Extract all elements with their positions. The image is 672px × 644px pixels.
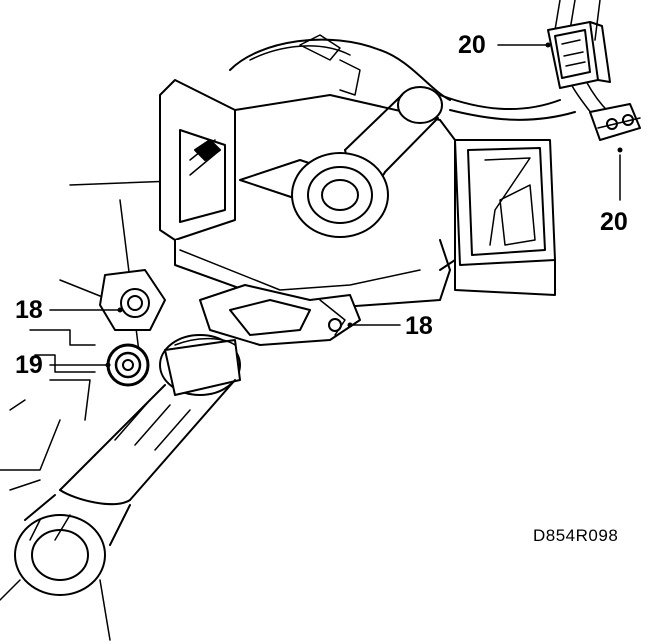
callout-18-left: 18 — [15, 296, 43, 324]
nut — [108, 345, 148, 385]
drawing-code: D854R098 — [533, 526, 619, 545]
socket-connector — [590, 104, 640, 140]
callout-19: 19 — [15, 351, 43, 379]
right-bracket — [455, 140, 555, 295]
callout-18-right: 18 — [405, 312, 433, 340]
lower-clamp — [200, 285, 360, 345]
callout-20-top: 20 — [458, 31, 486, 59]
lower-shaft — [0, 335, 240, 640]
multiplug-connector — [548, 22, 610, 88]
leader-lines — [50, 45, 620, 365]
bolt — [100, 270, 165, 330]
column-housing — [160, 80, 455, 310]
leader-markers — [105, 42, 623, 368]
callout-20-bottom: 20 — [600, 208, 628, 236]
upper-shaft — [292, 87, 442, 237]
